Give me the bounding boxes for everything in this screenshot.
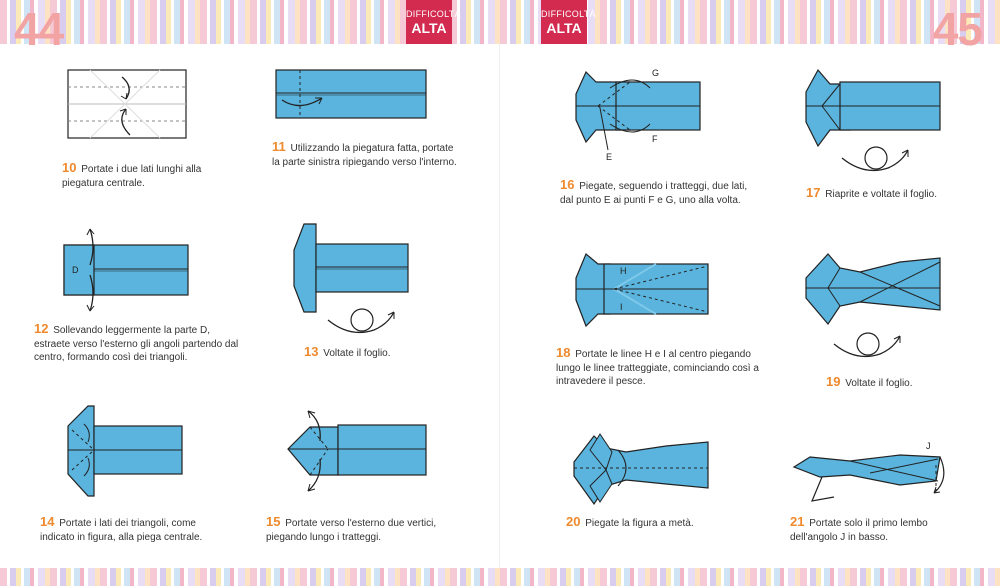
step-10-diagram xyxy=(67,69,187,139)
step-text: Piegate, seguendo i tratteggi, due lati,… xyxy=(560,181,748,206)
step-21-diagram: J xyxy=(792,441,945,502)
step-15-diagram xyxy=(287,410,427,492)
difficulty-badge-left: DIFFICOLTÀ ALTA xyxy=(406,0,461,44)
step-13-caption: 13 Voltate il foglio. xyxy=(304,345,444,361)
label-f: F xyxy=(652,134,658,144)
step-text: Portate le linee H e I al centro piegand… xyxy=(556,349,759,387)
step-16-caption: 16 Piegate, seguendo i tratteggi, due la… xyxy=(560,178,750,207)
step-text: Portate i lati dei triangoli, come indic… xyxy=(40,518,203,543)
step-number: 17 xyxy=(806,185,821,200)
step-number: 16 xyxy=(560,177,575,192)
step-20-diagram xyxy=(573,433,709,506)
step-text: Utilizzando la piegatura fatta, portate … xyxy=(272,143,457,168)
step-text: Portate solo il primo lembo dell'angolo … xyxy=(790,518,928,543)
step-17-caption: 17 Riaprite e voltate il foglio. xyxy=(806,186,976,202)
step-number: 18 xyxy=(556,345,571,360)
step-text: Portate i due lati lunghi alla piegatura… xyxy=(62,164,202,189)
step-number: 21 xyxy=(790,514,805,529)
difficulty-label: DIFFICOLTÀ xyxy=(406,9,461,19)
step-20-caption: 20 Piegate la figura a metà. xyxy=(566,515,746,531)
step-number: 12 xyxy=(34,321,49,336)
step-11-diagram xyxy=(275,69,427,119)
page-gutter xyxy=(499,44,500,568)
page-number-left: 44 xyxy=(14,3,64,55)
step-19-diagram xyxy=(805,253,941,358)
step-15-caption: 15 Portate verso l'esterno due vertici, … xyxy=(266,515,466,544)
step-number: 14 xyxy=(40,514,55,529)
bottom-stripe-border xyxy=(0,568,1000,586)
step-12-caption: 12 Sollevando leggermente la parte D, es… xyxy=(34,322,244,365)
label-d: D xyxy=(72,265,79,275)
step-21-caption: 21 Portate solo il primo lembo dell'ango… xyxy=(790,515,970,544)
step-text: Portate verso l'esterno due vertici, pie… xyxy=(266,518,437,543)
step-14-diagram xyxy=(67,405,183,497)
step-number: 19 xyxy=(826,374,841,389)
step-text: Voltate il foglio. xyxy=(845,378,913,389)
step-number: 15 xyxy=(266,514,281,529)
step-number: 11 xyxy=(272,139,286,154)
step-18-caption: 18 Portate le linee H e I al centro pieg… xyxy=(556,346,766,389)
step-11-caption: 11 Utilizzando la piegatura fatta, porta… xyxy=(272,140,462,169)
label-g: G xyxy=(652,68,659,78)
label-e: E xyxy=(606,152,612,162)
label-h: H xyxy=(620,266,627,276)
label-j: J xyxy=(926,441,931,451)
step-text: Voltate il foglio. xyxy=(323,348,391,359)
step-number: 10 xyxy=(62,160,77,175)
step-number: 20 xyxy=(566,514,581,529)
difficulty-label: DIFFICOLTÀ xyxy=(541,9,596,19)
difficulty-level: ALTA xyxy=(411,20,447,36)
step-text: Sollevando leggermente la parte D, estra… xyxy=(34,325,239,363)
step-text: Riaprite e voltate il foglio. xyxy=(825,189,937,200)
top-stripe-border xyxy=(0,0,1000,44)
step-18-diagram: H I xyxy=(575,253,709,328)
step-14-caption: 14 Portate i lati dei triangoli, come in… xyxy=(40,515,230,544)
step-16-diagram: G F E xyxy=(575,68,701,162)
step-17-diagram xyxy=(805,68,941,172)
label-i: I xyxy=(620,302,623,312)
difficulty-badge-right: DIFFICOLTÀ ALTA xyxy=(541,0,596,44)
step-13-diagram xyxy=(293,223,409,334)
step-number: 13 xyxy=(304,344,319,359)
step-10-caption: 10 Portate i due lati lunghi alla piegat… xyxy=(62,161,222,190)
step-text: Piegate la figura a metà. xyxy=(585,518,694,529)
difficulty-level: ALTA xyxy=(546,20,582,36)
page-number-right: 45 xyxy=(932,3,983,55)
step-12-diagram: D xyxy=(63,228,189,312)
step-19-caption: 19 Voltate il foglio. xyxy=(826,375,966,391)
